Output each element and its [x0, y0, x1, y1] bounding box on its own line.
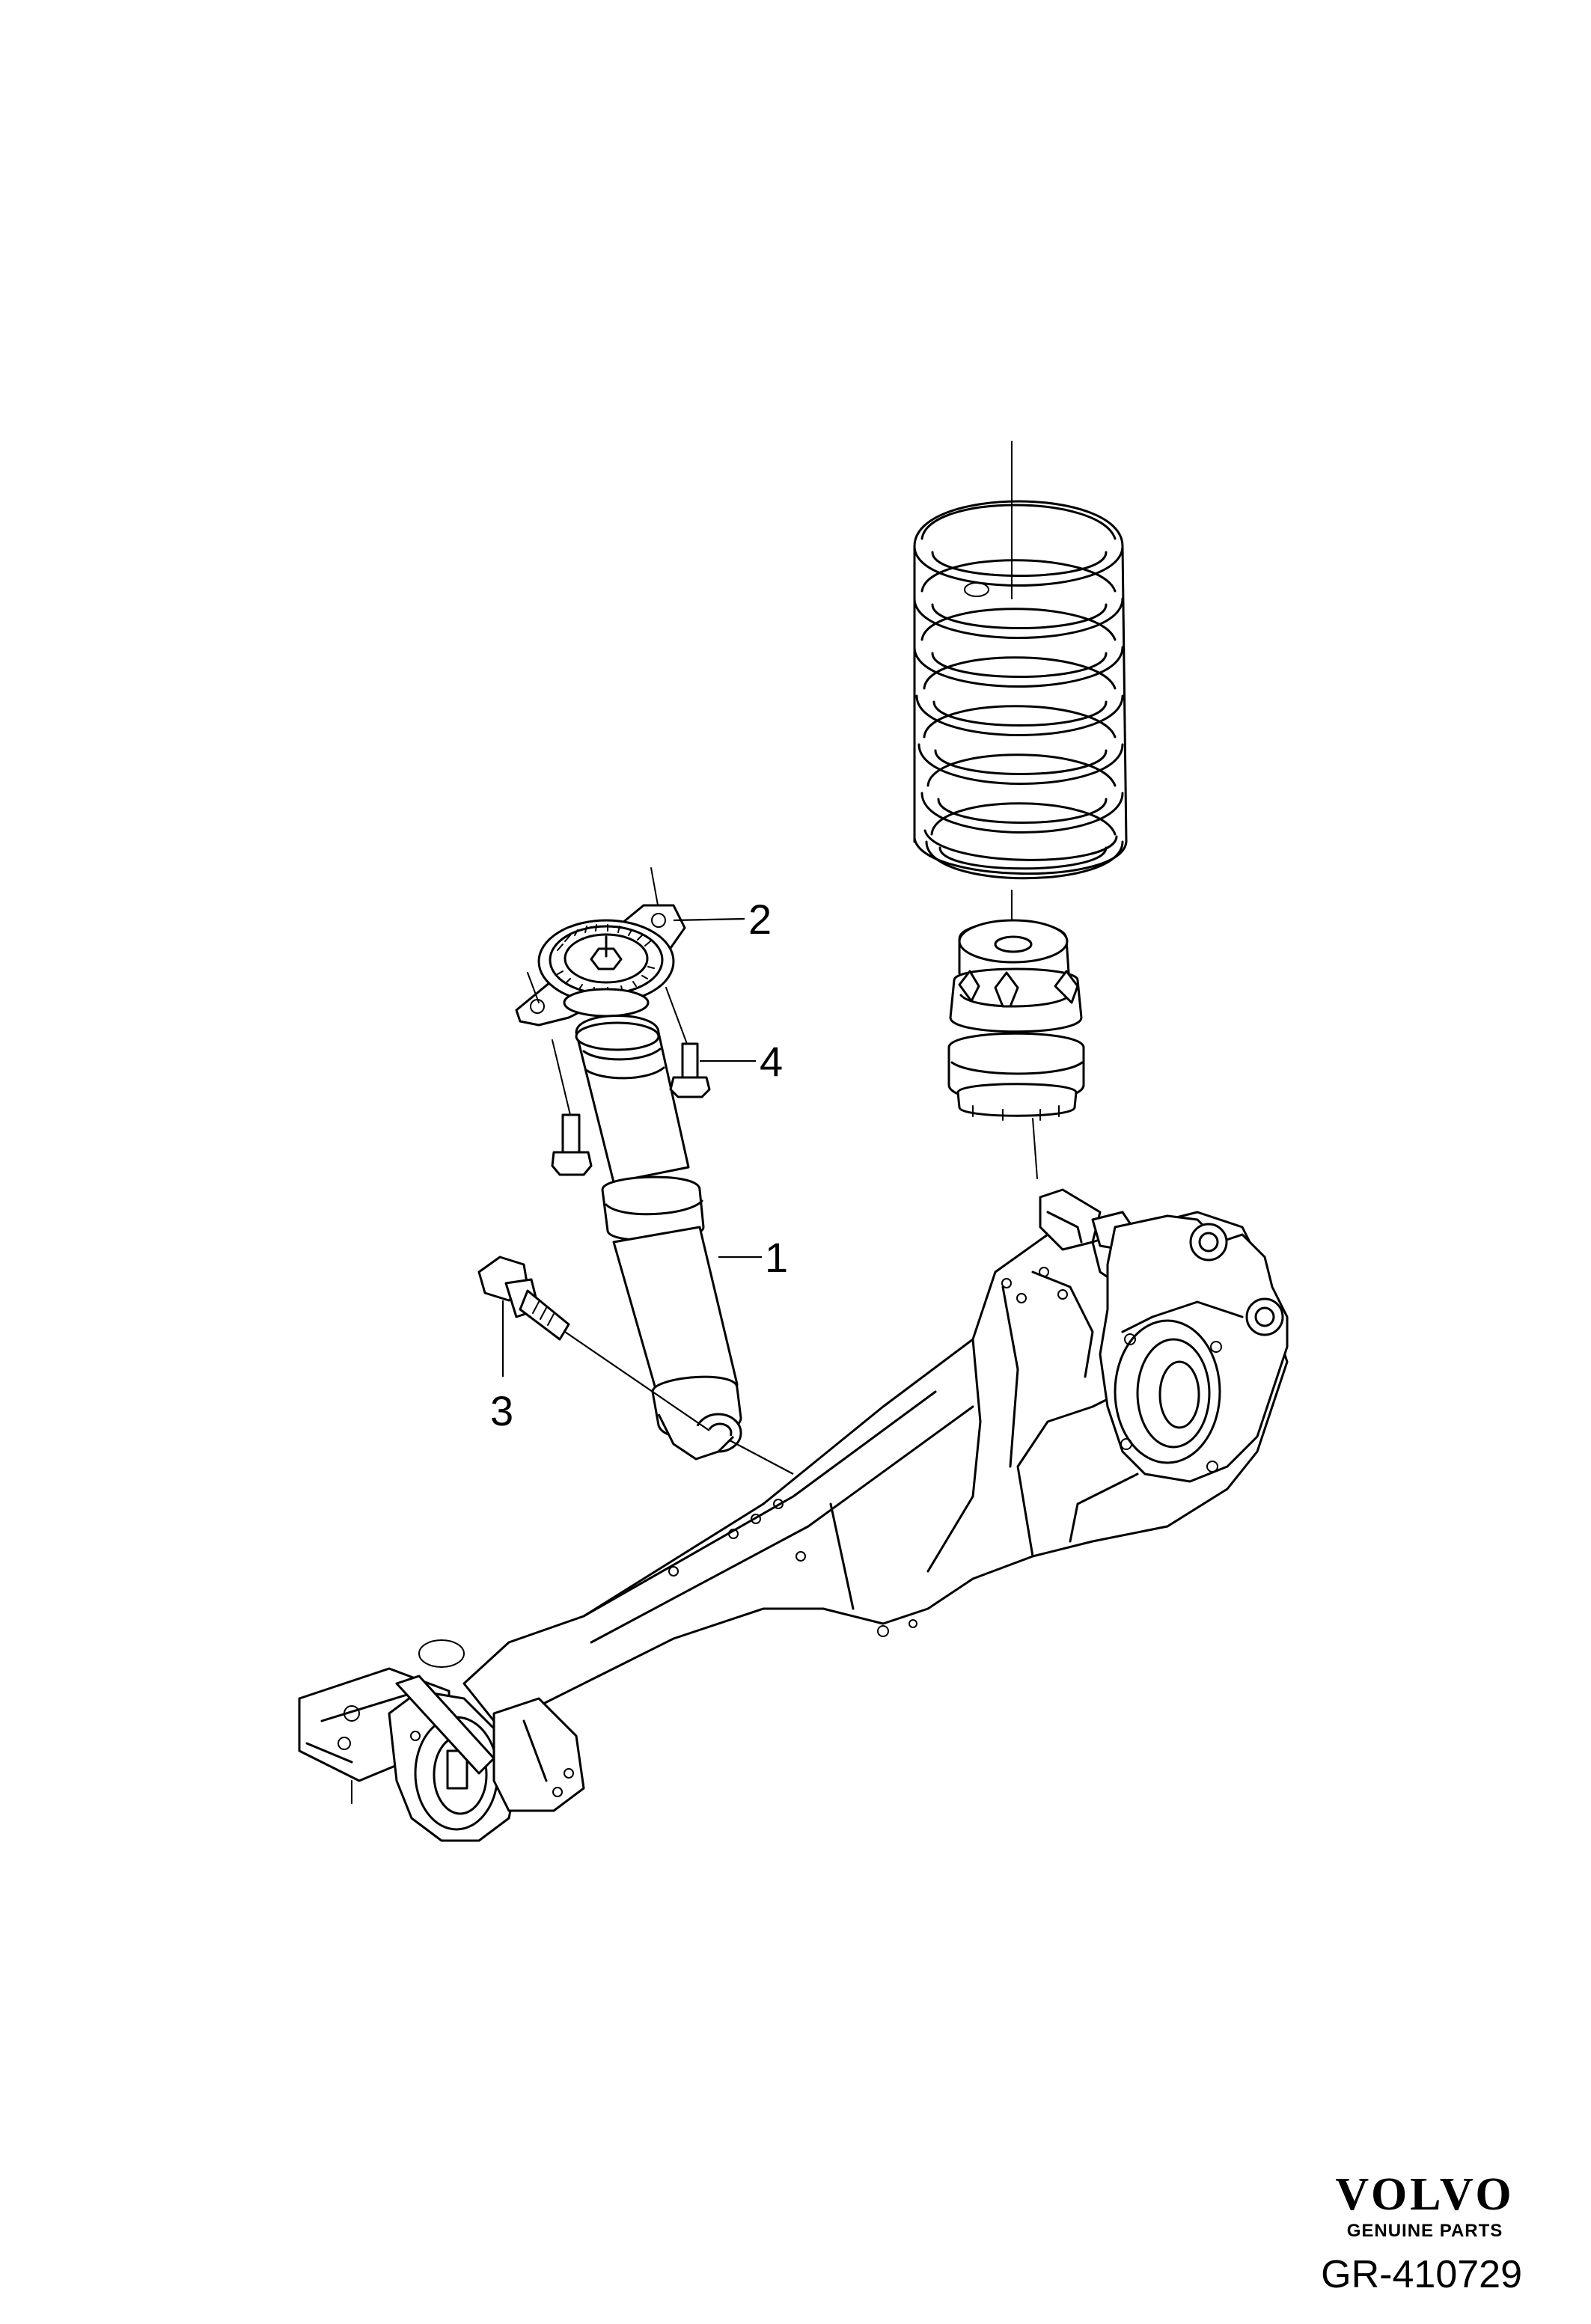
mount-bolt-left	[551, 1039, 593, 1176]
bump-stop	[947, 919, 1085, 1179]
brand-block: VOLVO GENUINE PARTS	[1328, 2171, 1522, 2242]
callout-leaders	[501, 917, 794, 1475]
top-mount	[515, 867, 686, 1027]
callout-2: 2	[748, 896, 772, 943]
mount-bolt-right	[665, 987, 711, 1098]
diagram-reference: GR-410729	[1321, 2253, 1522, 2296]
coil-spring	[913, 441, 1128, 932]
volvo-logo: VOLVO	[1335, 2169, 1515, 2220]
callout-4: 4	[760, 1038, 783, 1085]
brand-tagline: GENUINE PARTS	[1346, 2221, 1503, 2241]
shock-absorber	[575, 1015, 742, 1461]
lower-bolt	[477, 1256, 710, 1431]
callout-1: 1	[765, 1234, 788, 1281]
rear-trailing-arm	[298, 1188, 1289, 1842]
callout-3: 3	[490, 1387, 513, 1434]
